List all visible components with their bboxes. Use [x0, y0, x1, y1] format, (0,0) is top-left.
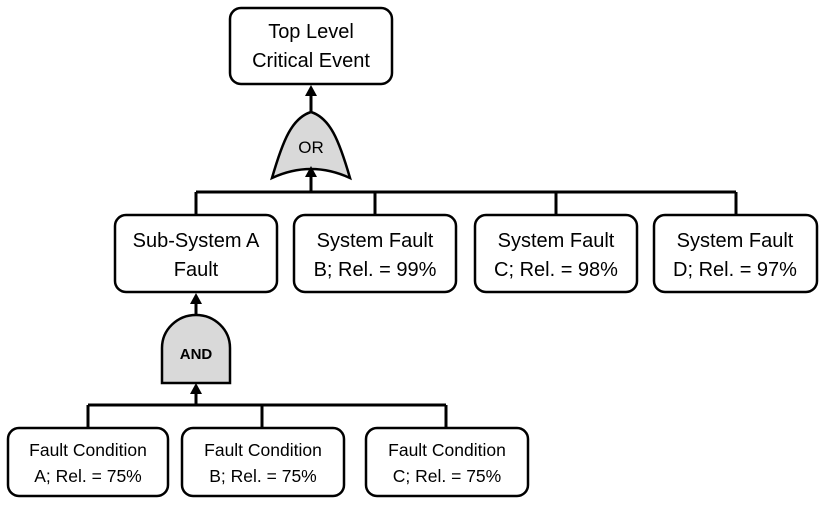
- connector-or-to-top: [305, 85, 317, 112]
- and-gate[interactable]: AND: [160, 313, 232, 385]
- fault-condition-a-node[interactable]: Fault Condition A; Rel. = 75%: [6, 426, 170, 498]
- and-gate-label: AND: [180, 346, 213, 363]
- fault-condition-b-box: [180, 426, 346, 498]
- fault-condition-c-line2: C; Rel. = 75%: [393, 466, 501, 486]
- fault-condition-b-node[interactable]: Fault Condition B; Rel. = 75%: [180, 426, 346, 498]
- system-fault-c-node[interactable]: System Fault C; Rel. = 98%: [473, 213, 639, 294]
- and-gate-shape: [160, 313, 232, 385]
- system-fault-d-line1: System Fault: [677, 230, 794, 252]
- fault-condition-a-line2: A; Rel. = 75%: [34, 466, 142, 486]
- system-fault-b-line2: B; Rel. = 99%: [314, 259, 437, 281]
- system-fault-c-line2: C; Rel. = 98%: [494, 259, 618, 281]
- fault-condition-b-line2: B; Rel. = 75%: [209, 466, 317, 486]
- connector-level2-to-or: [194, 166, 738, 215]
- system-fault-d-line2: D; Rel. = 97%: [673, 259, 797, 281]
- system-fault-d-box: [652, 213, 819, 294]
- connector-level3-to-and: [86, 383, 448, 428]
- system-fault-c-line1: System Fault: [498, 230, 615, 252]
- sub-system-a-fault-line2: Fault: [174, 259, 219, 281]
- top-event-node[interactable]: Top Level Critical Event: [228, 6, 394, 86]
- system-fault-d-node[interactable]: System Fault D; Rel. = 97%: [652, 213, 819, 294]
- fault-condition-a-line1: Fault Condition: [29, 440, 147, 460]
- top-event-box: [228, 6, 394, 86]
- or-gate[interactable]: OR: [270, 110, 352, 181]
- fault-condition-a-box: [6, 426, 170, 498]
- sub-system-a-fault-line1: Sub-System A: [133, 230, 260, 252]
- fault-condition-c-box: [364, 426, 530, 498]
- top-event-line1: Top Level: [268, 21, 354, 43]
- or-gate-label: OR: [298, 138, 324, 157]
- top-event-line2: Critical Event: [252, 50, 370, 72]
- fault-condition-b-line1: Fault Condition: [204, 440, 322, 460]
- system-fault-b-line1: System Fault: [317, 230, 434, 252]
- system-fault-c-box: [473, 213, 639, 294]
- connector-and-to-subsystem: [190, 293, 202, 315]
- fault-condition-c-node[interactable]: Fault Condition C; Rel. = 75%: [364, 426, 530, 498]
- sub-system-a-fault-box: [113, 213, 279, 294]
- system-fault-b-node[interactable]: System Fault B; Rel. = 99%: [292, 213, 458, 294]
- system-fault-b-box: [292, 213, 458, 294]
- fault-condition-c-line1: Fault Condition: [388, 440, 506, 460]
- sub-system-a-fault-node[interactable]: Sub-System A Fault: [113, 213, 279, 294]
